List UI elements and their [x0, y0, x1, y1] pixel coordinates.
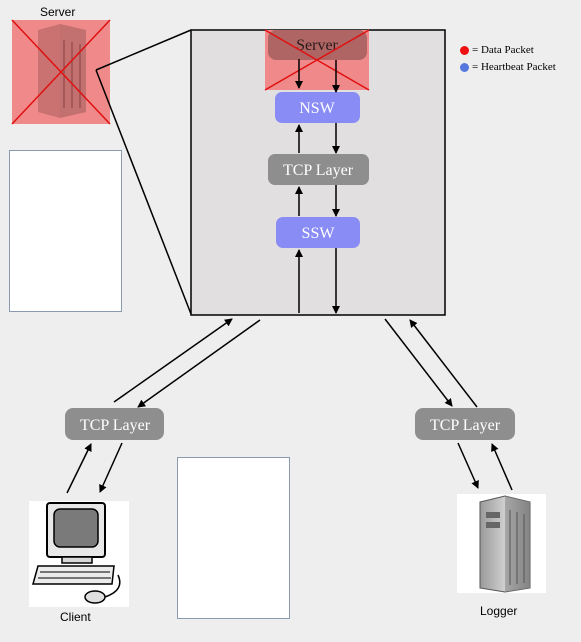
tcp-right-box [415, 408, 515, 440]
ssw-box [276, 217, 360, 248]
left-diagonal-arrows [113, 318, 261, 408]
nsw-label: NSW [299, 100, 335, 117]
logger-server-icon [457, 494, 546, 593]
server-caption: Server [40, 5, 76, 19]
zoom-server-box [268, 30, 367, 60]
legend-heartbeat-label: = Heartbeat Packet [472, 61, 556, 73]
zoom-line-bottom [95, 69, 192, 315]
zoom-tcp-label: TCP Layer [283, 162, 354, 179]
blank-panel-center [177, 457, 290, 619]
legend-data-label: = Data Packet [472, 44, 534, 56]
tcp-left-box [65, 408, 164, 440]
legend-heartbeat-packet: = Heartbeat Packet [460, 61, 556, 73]
failed-server-icon [11, 19, 111, 125]
red-dot-icon [460, 45, 469, 55]
logger-caption: Logger [480, 604, 518, 618]
zoom-line-top [95, 29, 192, 71]
client-computer-icon [29, 501, 129, 607]
blue-dot-icon [460, 62, 469, 72]
zoom-arrows [295, 59, 340, 314]
tcp-right-label: TCP Layer [430, 417, 501, 434]
right-diagonal-arrows [384, 318, 478, 408]
client-caption: Client [60, 610, 91, 624]
legend-data-packet: = Data Packet [460, 44, 534, 56]
blank-panel-left [9, 150, 122, 312]
nsw-box [275, 92, 360, 123]
ssw-label: SSW [302, 225, 336, 242]
tcp-left-label: TCP Layer [80, 417, 151, 434]
zoom-server-label: Server [296, 37, 338, 54]
zoom-tcp-box [268, 154, 369, 185]
logger-arrows [457, 442, 513, 491]
client-arrows [66, 442, 123, 494]
